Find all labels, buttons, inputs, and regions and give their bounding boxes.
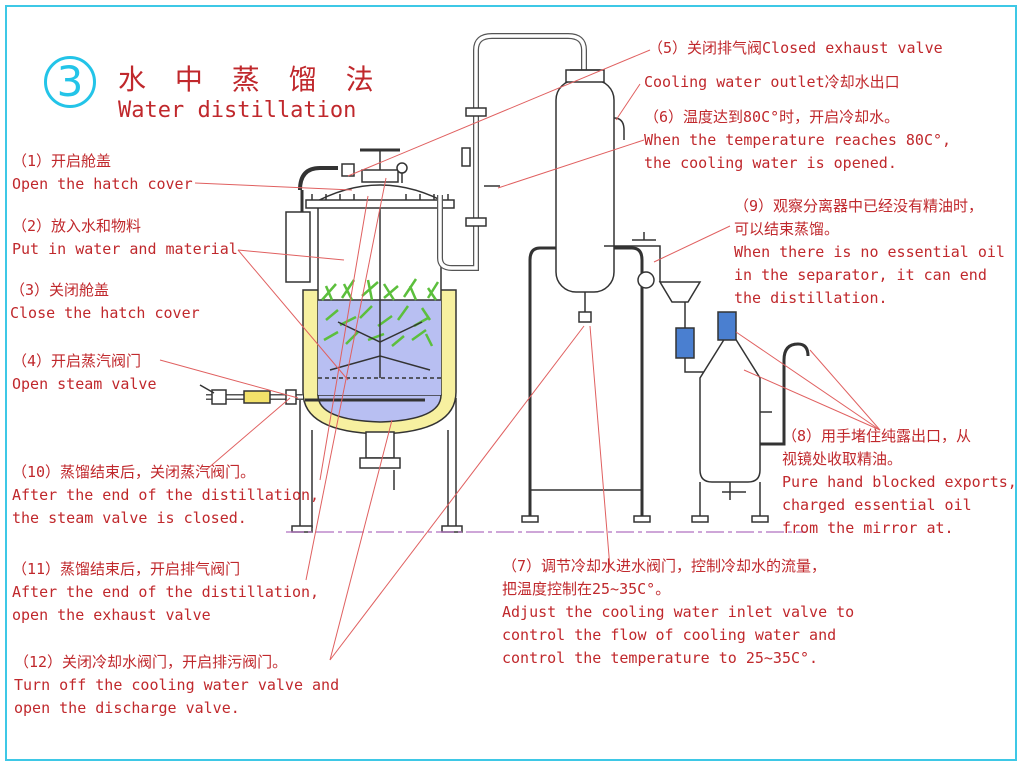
title-chinese: 水 中 蒸 馏 法 [118,63,384,96]
still-tank [199,33,587,533]
leader-lines [159,49,881,661]
step-10-label: （10）蒸馏结束后，关闭蒸汽阀门。After the end of the di… [12,463,320,527]
step-12-label: （12）关闭冷却水阀门，开启排污阀门。Turn off the cooling … [14,653,340,717]
step-5-label: （5）关闭排气阀Closed exhaust valve [648,39,943,57]
step-6-label: （6）温度达到80C°时，开启冷却水。When the temperature … [644,108,952,172]
step-number-circle: 3 [44,56,96,108]
oil-separator [604,232,810,523]
step-9-label: （9）观察分离器中已经没有精油时，可以结束蒸馏。When there is no… [734,197,1005,307]
cooling-outlet-label: Cooling water outlet冷却水出口 [644,73,900,91]
step-7-label: （7）调节冷却水进水阀门，控制冷却水的流量，把温度控制在25~35C°。Adju… [502,557,855,667]
step-8-label: （8）用手堵住纯露出口，从视镜处收取精油。Pure hand blocked e… [782,427,1017,537]
title-english: Water distillation [118,98,357,123]
condenser [521,69,651,523]
page-frame [5,5,1017,761]
